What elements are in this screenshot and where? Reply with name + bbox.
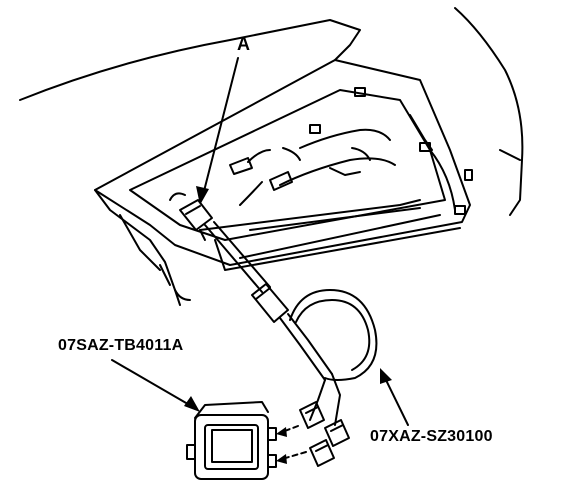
module-unit bbox=[186, 401, 277, 480]
callout-arrowheads bbox=[184, 186, 392, 412]
harness-part-number-label: 07XAZ-SZ30100 bbox=[370, 428, 493, 445]
harness-run bbox=[204, 221, 378, 467]
glovebox-connectors bbox=[169, 147, 301, 241]
callout-a-label: A bbox=[237, 34, 250, 54]
callout-arrows bbox=[111, 57, 409, 426]
module-part-number-label: 07SAZ-TB4011A bbox=[58, 337, 184, 354]
dashboard-outline bbox=[19, 7, 524, 306]
connection-arrowheads bbox=[276, 427, 287, 464]
